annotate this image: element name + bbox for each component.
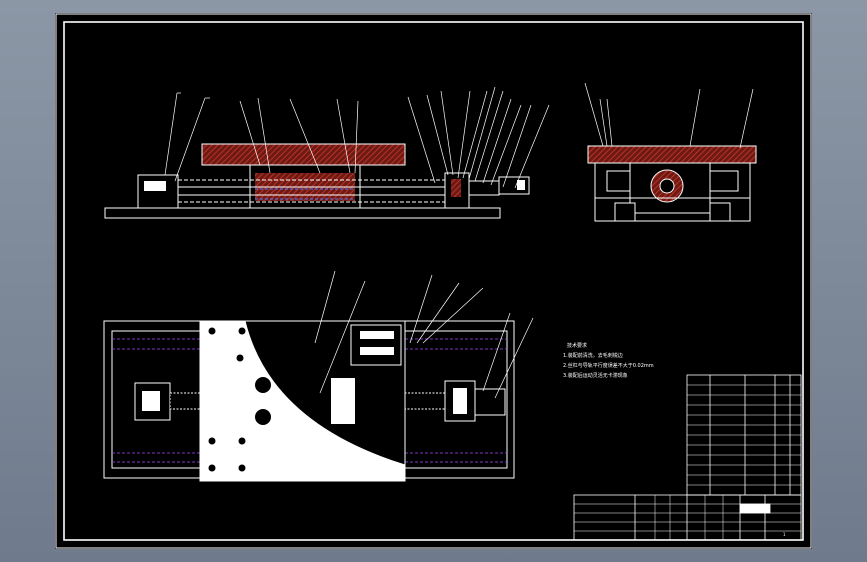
- inner-border: [63, 21, 804, 541]
- front-view: [104, 86, 550, 219]
- sheet-number: 1: [783, 532, 786, 537]
- base-plate: [104, 207, 501, 219]
- notes-line-3: 3.装配后运动灵活无卡滞现象: [563, 373, 628, 379]
- top-view: [103, 270, 534, 482]
- outer-border: [55, 13, 812, 549]
- side-table-section: [587, 145, 757, 164]
- title-block: [573, 494, 802, 541]
- notes-line-2: 2.丝杠与导轨平行度误差不大于0.02mm: [563, 363, 654, 369]
- notes-heading: 技术要求: [567, 343, 588, 349]
- cad-drawing: [55, 13, 812, 549]
- table-top-section: [201, 143, 406, 166]
- right-motor: [474, 388, 506, 416]
- parts-list: [686, 374, 802, 496]
- motor-block: [137, 174, 179, 209]
- side-view: [584, 82, 757, 222]
- drawing-sheet: 技术要求 1.装配前清洗，去毛刺锐边 2.丝杠与导轨平行度误差不大于0.02mm…: [55, 13, 812, 549]
- coupling: [468, 180, 500, 196]
- notes-line-1: 1.装配前清洗，去毛刺锐边: [563, 353, 623, 359]
